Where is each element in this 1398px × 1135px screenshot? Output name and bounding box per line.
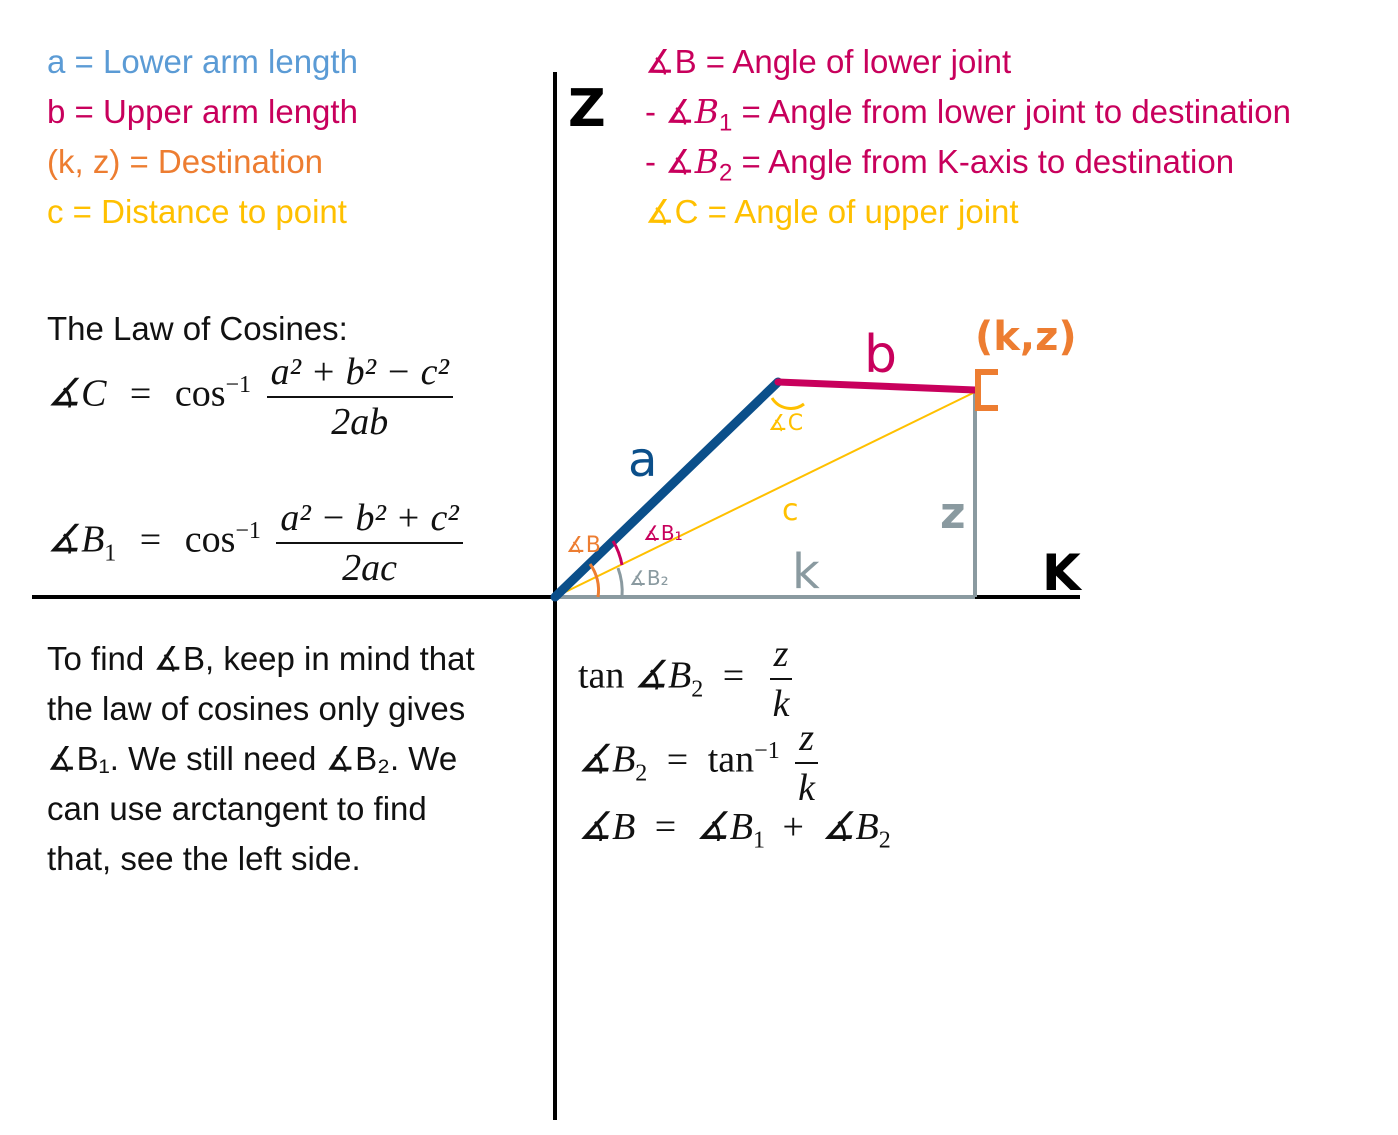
angle-b1-label: ∡B₁ <box>643 521 683 545</box>
angle-b1-arc <box>611 540 624 566</box>
angle-b2-label: ∡B₂ <box>629 566 669 590</box>
formula-angle-b1: ∡B1 = cos−1 a² − b² + c² 2ac <box>47 496 463 590</box>
explanation-line: ∡B₁. We still need ∡B₂. We <box>47 740 458 777</box>
legend-angle-b: ∡B = Angle of lower joint <box>645 43 1012 80</box>
explanation-line: the law of cosines only gives <box>47 690 466 727</box>
upper-arm-b <box>774 378 979 394</box>
destination-label: (k,z) <box>975 314 1077 360</box>
k-label: k <box>792 544 820 600</box>
destination-marker <box>975 369 998 411</box>
k-axis-label: K <box>1042 544 1083 602</box>
angle-b2-arc <box>616 567 624 598</box>
angle-b-arc <box>588 563 601 598</box>
c-label: c <box>782 493 799 528</box>
explanation-line: To find ∡B, keep in mind that <box>47 640 475 677</box>
explanation-line: can use arctangent to find <box>47 790 427 827</box>
legend-right: ∡B = Angle of lower joint - ∡B1 = Angle … <box>645 42 1291 242</box>
legend-angle-c: ∡C = Angle of upper joint <box>645 193 1019 230</box>
explanation: To find ∡B, keep in mind that the law of… <box>47 634 475 884</box>
formula-angle-c: ∡C = cos−1 a² + b² − c² 2ab <box>47 350 453 444</box>
legend-c: c = Distance to point <box>47 193 347 230</box>
z-label: z <box>940 488 966 539</box>
formula-sum-b: ∡B = ∡B1 + ∡B2 <box>578 806 891 854</box>
legend-angle-b1: - ∡B1 = Angle from lower joint to destin… <box>645 92 1291 137</box>
angle-c-arc <box>770 397 805 410</box>
b-label: b <box>864 325 897 385</box>
legend-destination: (k, z) = Destination <box>47 143 324 180</box>
lower-arm-a <box>550 377 783 602</box>
formula-atan-b2: ∡B2 = tan−1 z k <box>578 716 818 810</box>
angle-b-label: ∡B <box>566 533 601 558</box>
explanation-line: that, see the left side. <box>47 840 361 877</box>
z-axis-label: Z <box>568 79 606 139</box>
law-title: The Law of Cosines: <box>47 310 348 347</box>
formula-tan-b2: tan ∡B2 = z k <box>578 632 793 726</box>
legend-angle-b2: - ∡B2 = Angle from K-axis to destination <box>645 142 1235 187</box>
legend-left: a = Lower arm length b = Upper arm lengt… <box>47 42 358 242</box>
angle-c-label: ∡C <box>768 411 803 436</box>
c-line <box>554 391 976 598</box>
a-label: a <box>628 432 657 488</box>
legend-a: a = Lower arm length <box>47 43 358 80</box>
legend-b: b = Upper arm length <box>47 93 358 130</box>
